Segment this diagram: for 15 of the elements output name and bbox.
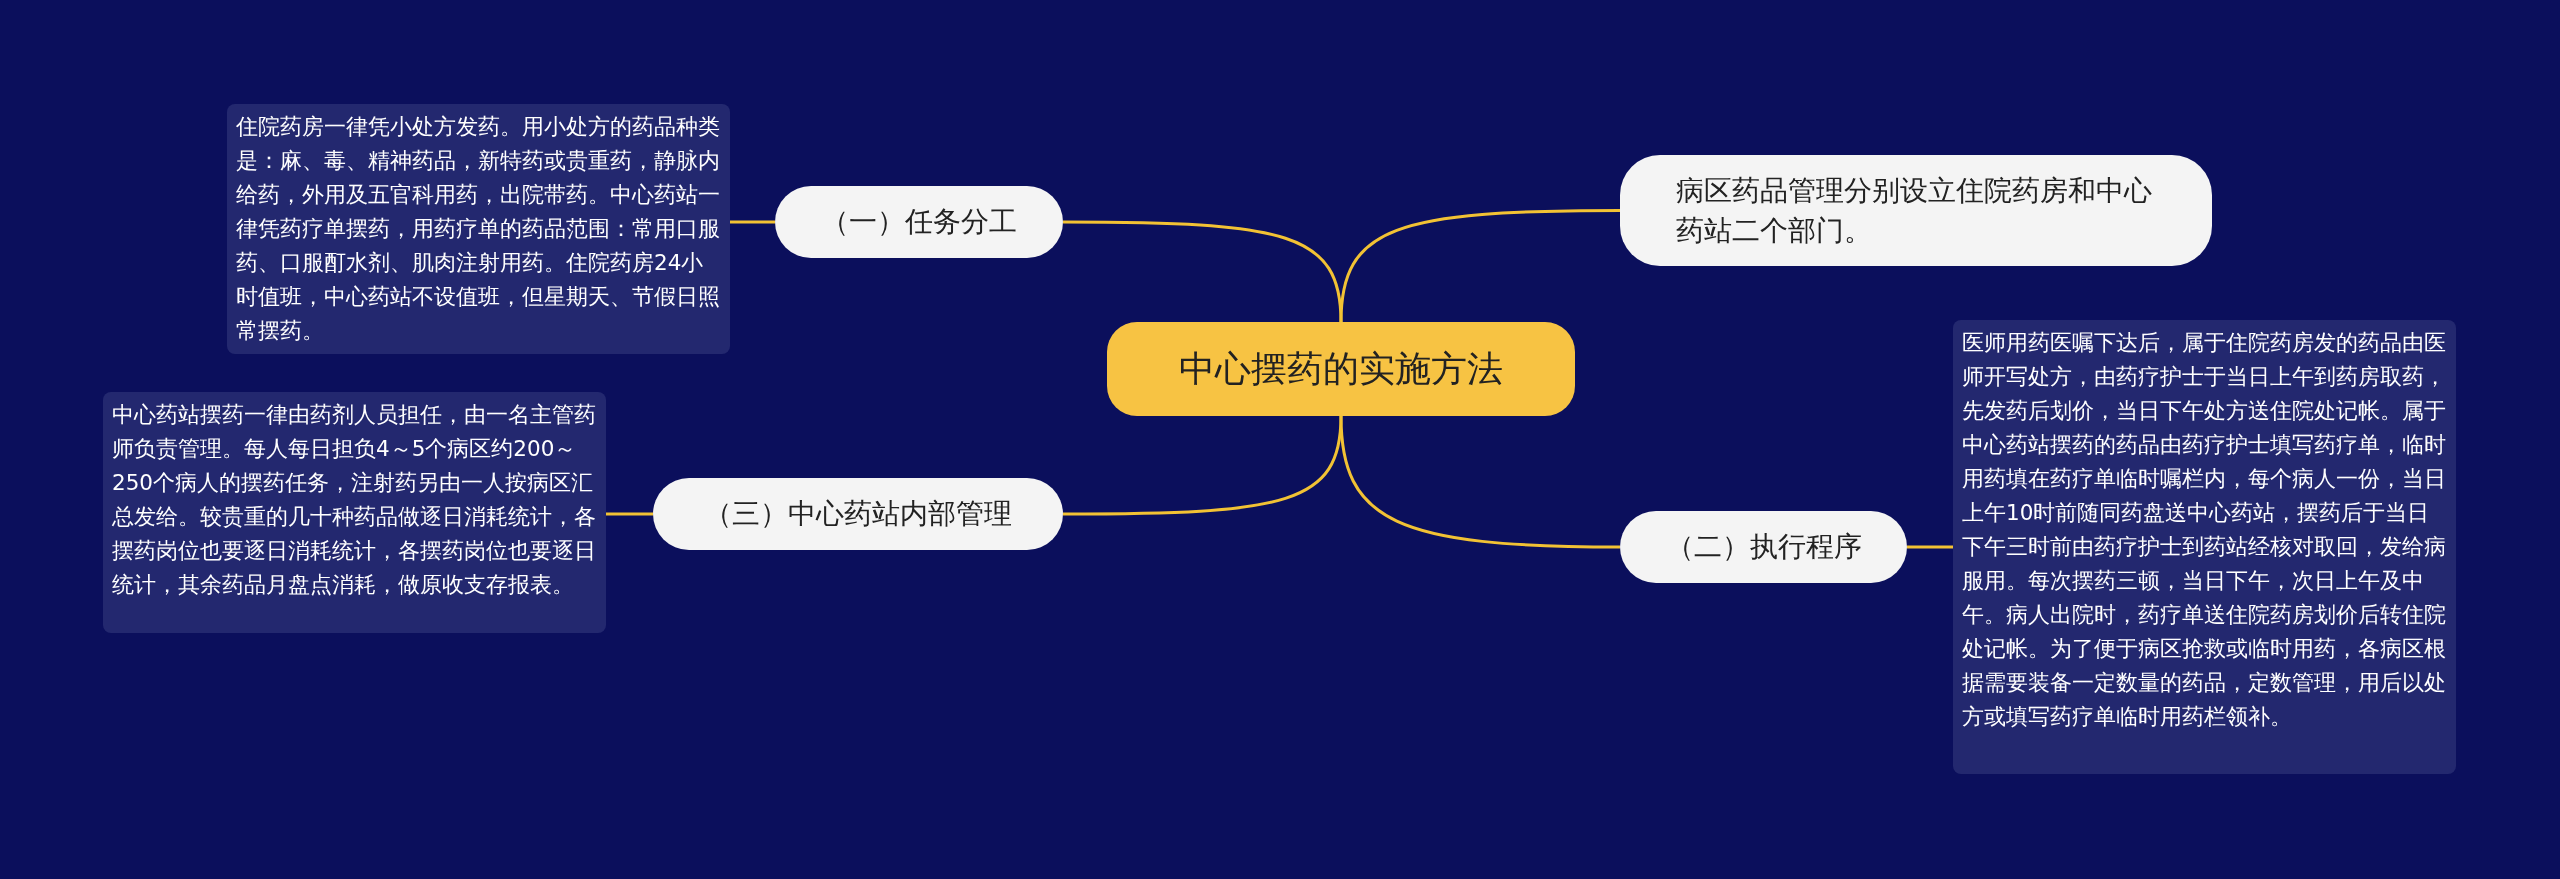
topic-box: 病区药品管理分别设立住院药房和中心药站二个部门。 (1620, 155, 2212, 266)
branch-line (1063, 220, 1343, 323)
central-topic-box: 中心摆药的实施方法 (1107, 322, 1575, 416)
branch-line (1063, 415, 1343, 516)
connector-line (606, 512, 653, 516)
connector-line (1907, 545, 1953, 549)
note-card: 住院药房一律凭小处方发药。用小处方的药品种类是：麻、毒、精神药品，新特药或贵重药，静脉内给药，外用及五官科用药，出院带药。中心药站一律凭药疗单摆药，用药疗单的药品范围：常用口服药、口服酊水剂、肌肉注射用药。住院药房24小时值班，中心药站不设值班，但星期天、节假日照常摆药。 (227, 104, 730, 354)
branch-line (1339, 415, 1620, 549)
note-card: 中心药站摆药一律由药剂人员担任，由一名主管药师负责管理。每人每日担负4～5个病区约200～250个病人的摆药任务，注射药另由一人按病区汇总发给。较贵重的几十种药品做逐日消耗统计，各摆药岗位也要逐日消耗统计，各摆药岗位也要逐日统计，其余药品月盘点消耗，做原收支存报表。 (103, 392, 606, 633)
note-card: 医师用药医嘱下达后，属于住院药房发的药品由医师开写处方，由药疗护士于当日上午到药房取药，先发药后划价，当日下午处方送住院处记帐。属于中心药站摆药的药品由药疗护士填写药疗单，临时用药填在药疗单临时嘱栏内，每个病人一份，当日上午10时前随同药盘送中心药站，摆药后于当日下午三时前由药疗护士到药站经核对取回，发给病服用。每次摆药三顿，当日下午，次日上午及中午。病人出院时，药疗单送住院药房划价后转住院处记帐。为了便于病区抢救或临时用药，各病区根据需要装备一定数量的药品，定数管理，用后以处方或填写药疗单临时用药栏领补。 (1953, 320, 2456, 774)
branch-line (1339, 209, 1620, 323)
topic-box: （二）执行程序 (1620, 511, 1907, 583)
connector-line (730, 220, 775, 224)
topic-box: （三）中心药站内部管理 (653, 478, 1063, 550)
topic-box: （一）任务分工 (775, 186, 1063, 258)
